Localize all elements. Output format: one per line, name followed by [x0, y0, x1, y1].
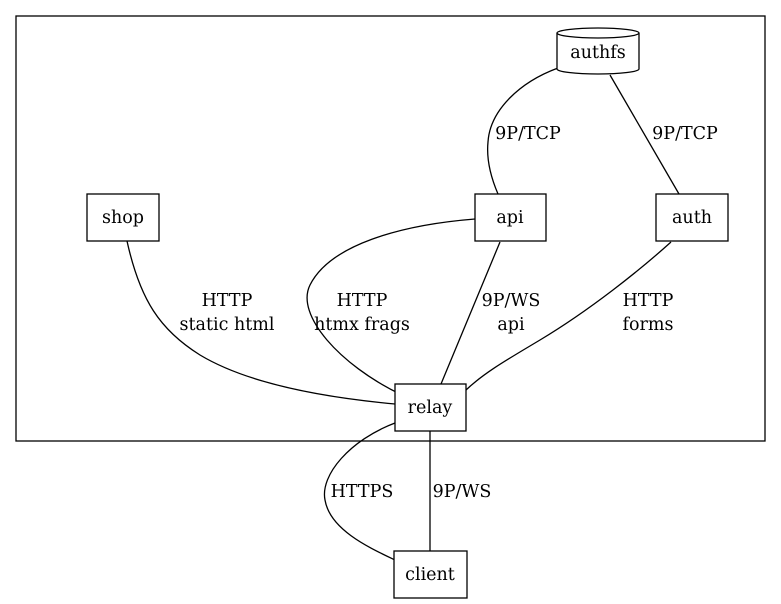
- node-api-label: api: [496, 208, 524, 228]
- edge-authfs-api: [486, 67, 559, 195]
- node-shop: shop: [86, 193, 160, 242]
- node-authfs: authfs: [556, 27, 640, 75]
- edge-authfs-auth: [609, 74, 680, 195]
- edge-api-relay-http: [306, 218, 476, 395]
- edge-label-api-relay-ws-line2: api: [497, 315, 525, 335]
- node-client: client: [393, 550, 468, 599]
- cluster-boundary: [15, 15, 766, 442]
- edge-shop-relay: [126, 240, 396, 405]
- edge-label-relay-client-ws: 9P/WS: [433, 482, 492, 502]
- node-auth-label: auth: [672, 208, 712, 228]
- edge-label-authfs-api: 9P/TCP: [495, 124, 561, 144]
- node-relay: relay: [394, 383, 467, 432]
- edge-label-shop-relay-line1: HTTP: [202, 291, 253, 311]
- edge-label-relay-client-https: HTTPS: [331, 482, 394, 502]
- edge-auth-relay: [465, 241, 672, 391]
- edge-api-relay-ws: [440, 241, 501, 385]
- edge-label-auth-relay-line1: HTTP: [623, 291, 674, 311]
- node-authfs-label: authfs: [570, 43, 625, 63]
- edge-relay-client-https: [323, 422, 396, 561]
- edge-label-authfs-auth: 9P/TCP: [652, 124, 718, 144]
- node-client-label: client: [405, 565, 455, 585]
- edge-label-api-relay-ws-line1: 9P/WS: [482, 291, 541, 311]
- node-api: api: [474, 193, 547, 242]
- node-shop-label: shop: [102, 208, 144, 228]
- edge-label-api-relay-http-line2: htmx frags: [314, 315, 410, 335]
- node-relay-label: relay: [408, 398, 453, 418]
- edge-label-shop-relay-line2: static html: [180, 315, 275, 335]
- node-auth: auth: [655, 193, 729, 242]
- edge-label-auth-relay-line2: forms: [623, 315, 674, 335]
- edge-label-api-relay-http-line1: HTTP: [337, 291, 388, 311]
